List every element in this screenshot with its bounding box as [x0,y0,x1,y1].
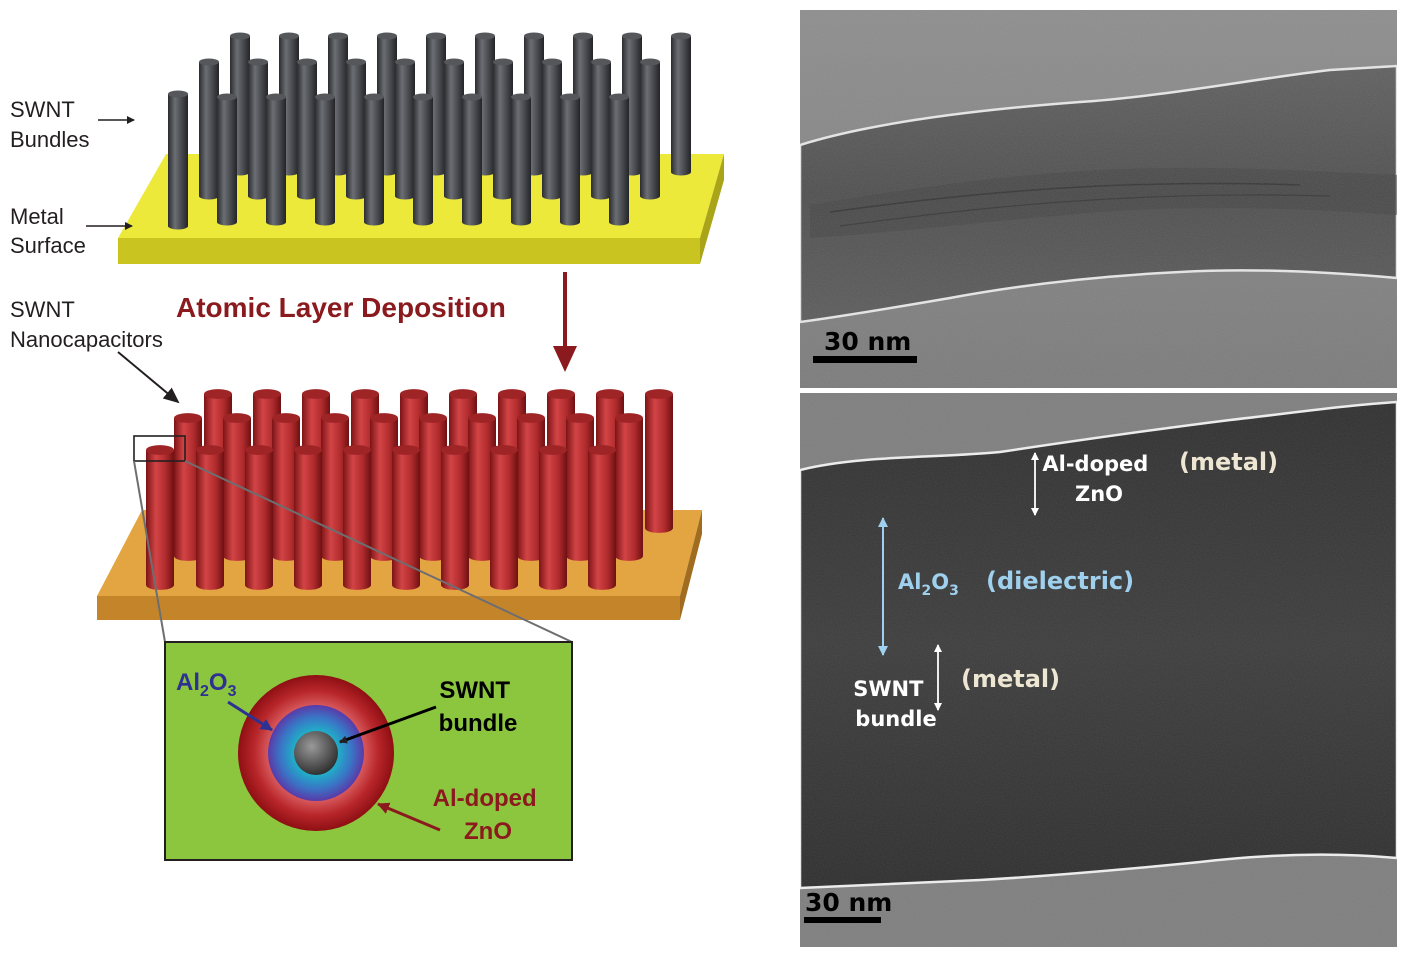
scale-bar-label-top: 30 nm [824,327,911,356]
nanocapacitor-rod [517,413,545,561]
process-title: Atomic Layer Deposition [176,292,506,323]
swnt-bundle-rod [346,58,366,200]
swnt-bundle-rod [413,93,433,226]
nanocapacitor-rod [343,445,372,590]
swnt-bundle-rod [315,93,335,226]
inset-al-doped-zno-label: Al-doped ZnO [433,785,544,845]
swnt-bundle-rod [560,93,580,226]
tem-metal-label-bottom: (metal) [961,665,1060,693]
swnt-bundle-rod [542,58,562,200]
scale-bar-bottom [804,917,881,923]
swnt-bundle-rod [462,93,482,226]
tem-swnt-bundle-label: SWNT bundle [853,677,936,731]
nanocapacitor-rod [392,445,420,590]
tem-image-bottom: 30 nm [800,393,1397,947]
nanocapacitor-rod [419,413,447,561]
tem-image-top: 30 nm [800,10,1397,388]
nanocapacitor-rod [174,413,202,561]
process-arrow [553,272,577,372]
arrow-to-nanocapacitors [117,351,180,404]
tem-al-doped-zno-label: Al-doped ZnO [1042,452,1155,506]
nanocapacitor-rod [539,445,567,590]
inset-zno-arrow [377,802,441,832]
swnt-bundle-rod [671,32,691,176]
tem-dielectric-label: (dielectric) [986,567,1134,595]
swnt-bundle-rod [199,58,219,200]
swnt-bundle-core [294,731,338,775]
label-swnt-bundles: SWNT Bundles [10,97,90,152]
nanocapacitor-rod [490,445,518,590]
zoom-line-right [184,460,573,643]
swnt-bundle-rod [444,58,464,200]
nanocapacitor-array [146,389,673,590]
swnt-bundle-rod [640,58,660,200]
scale-bar-top [813,356,917,363]
swnt-bundle-rod [493,58,513,200]
nanocapacitor-rod [468,413,496,561]
label-metal-surface: Metal Surface [10,204,86,258]
cross-section-inset: Al2O3 SWNT bundle Al-doped ZnO [164,641,573,861]
nanocapacitor-rod [321,413,349,561]
nanocapacitor-rod [272,413,300,561]
swnt-bundle-rod [248,58,268,200]
swnt-bundle-rod [217,93,237,226]
tem-annotations: Al-doped ZnO (metal) Al2O3 (dielectric) … [853,448,1278,731]
swnt-bundle-rod [168,90,188,230]
tem-separator [800,388,1397,393]
inset-swnt-bundle-label: SWNT bundle [439,677,518,737]
nanocapacitor-rod [294,445,322,590]
swnt-bundle-rod [511,93,531,226]
swnt-bundle-rod [395,58,415,200]
swnt-bundle-rod [609,93,629,226]
schematic: SWNT Bundles Metal Surface SWNT Nanocapa… [10,32,724,861]
nanocapacitor-rod [245,445,273,590]
nanocapacitor-rod [146,445,174,590]
swnt-bundle-rod [364,93,384,226]
inset-swnt-arrow [339,705,437,744]
nanocapacitor-rod [645,389,673,533]
zoom-box [133,435,186,462]
label-swnt-nanocapacitors: SWNT Nanocapacitors [10,297,163,352]
swnt-bundle-rod [591,58,611,200]
nanocapacitor-rod [588,445,616,590]
nanocapacitor-rod [566,413,594,561]
swnt-bundle-rod [297,58,317,200]
nanocapacitor-rod [441,445,469,590]
swnt-bundle-rod [266,93,286,226]
zoom-line-left [133,460,166,643]
nanocapacitor-rod [370,413,398,561]
tem-al2o3-label: Al2O3 [898,570,959,599]
tem-metal-label-top: (metal) [1179,448,1278,476]
nanocapacitor-rod [223,413,251,561]
swnt-bundle-array [168,32,691,230]
nanocapacitor-rod [196,445,224,590]
inset-al2o3-label: Al2O3 [176,669,237,700]
inset-al2o3-arrow [227,700,273,732]
nanocapacitor-rod [615,413,643,561]
scale-bar-label-bottom: 30 nm [805,888,892,917]
